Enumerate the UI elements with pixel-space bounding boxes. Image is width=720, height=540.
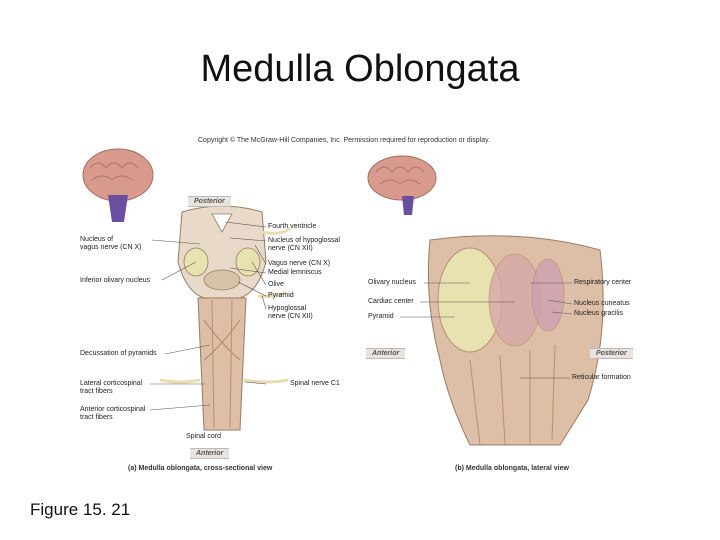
anterior-tag-a: Anterior: [190, 448, 230, 459]
label-anterior-corticospinal: Anterior corticospinal tract fibers: [80, 406, 146, 421]
label-decussation-of-pyramids: Decussation of pyramids: [80, 350, 157, 357]
label-cardiac-center: Cardiac center: [368, 298, 414, 305]
label-spinal-nerve-c1: Spinal nerve C1: [290, 380, 340, 387]
label-hypoglossal-nerve: Hypoglossal nerve (CN XII): [268, 305, 313, 320]
panel-a-leaders: [149, 221, 267, 411]
posterior-tag-a: Posterior: [188, 196, 231, 207]
spinal-cord-label: Spinal cord: [186, 433, 222, 440]
posterior-tag-b: Posterior: [590, 348, 633, 359]
label-reticular-formation: Reticular formation: [572, 374, 631, 381]
caption-panel-b: (b) Medulla oblongata, lateral view: [455, 465, 569, 472]
label-nucleus-gracilis: Nucleus gracilis: [574, 310, 624, 317]
label-pyramid-b: Pyramid: [368, 313, 394, 320]
label-inferior-olivary-nucleus: Inferior olivary nucleus: [80, 277, 151, 284]
brain-icon-left: [82, 148, 154, 222]
label-vagus-nerve: Vagus nerve (CN X): [268, 260, 331, 267]
lateral-view: [427, 235, 604, 446]
label-vagus-nucleus: Nucleus of vagus nerve (CN X): [80, 236, 142, 251]
copyright-notice: Copyright © The McGraw-Hill Companies, I…: [198, 137, 491, 144]
label-medial-lemniscus: Medial lemniscus: [268, 269, 322, 276]
label-olivary-nucleus: Olivary nucleus: [368, 279, 416, 286]
label-pyramid-a: Pyramid: [268, 292, 294, 299]
label-lateral-corticospinal: Lateral corticospinal tract fibers: [80, 380, 143, 395]
label-fourth-ventricle: Fourth ventricle: [268, 223, 317, 230]
brain-icon-right: [367, 155, 437, 215]
label-respiratory-center: Respiratory center: [574, 279, 632, 286]
slide-title: Medulla Oblongata: [200, 48, 520, 90]
label-olive: Olive: [268, 281, 284, 288]
anterior-tag-b: Anterior: [366, 348, 406, 359]
label-hypoglossal-nucleus: Nucleus of hypoglossal nerve (CN XII): [268, 237, 340, 252]
panel-b-leaders: [400, 282, 573, 379]
caption-panel-a: (a) Medulla oblongata, cross-sectional v…: [128, 465, 273, 472]
label-nucleus-cuneatus: Nucleus cuneatus: [574, 300, 630, 307]
figure-number: Figure 15. 21: [30, 500, 131, 519]
